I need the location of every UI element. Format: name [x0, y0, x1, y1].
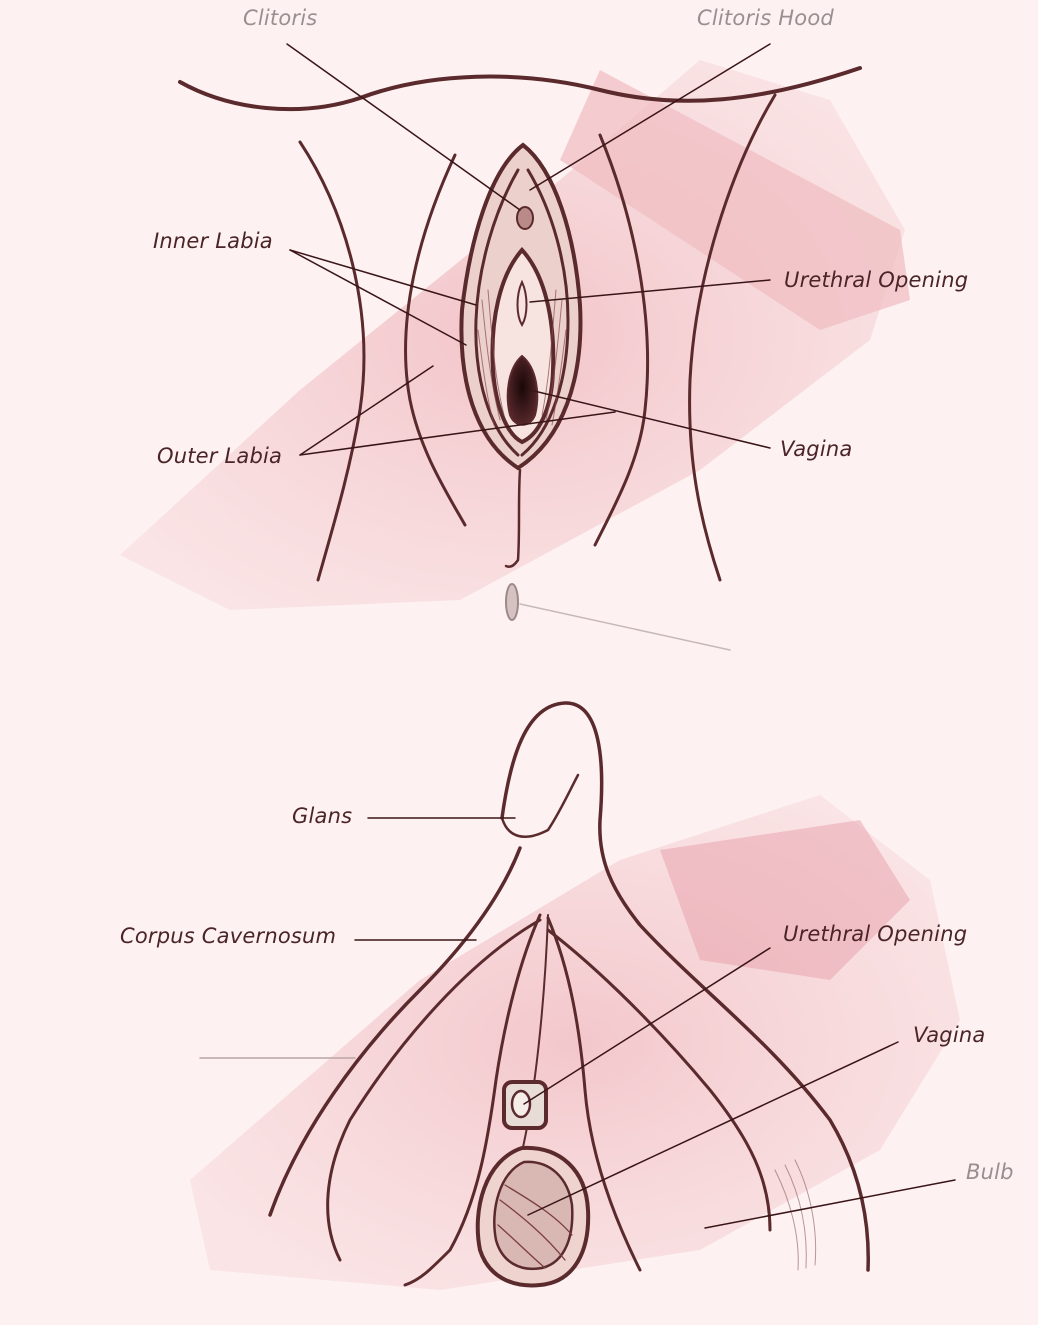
label-vagina-lower: Vagina — [913, 1023, 985, 1047]
leader-clitoris — [287, 44, 520, 210]
label-glans: Glans — [292, 804, 352, 828]
label-urethral-opening-lower: Urethral Opening — [783, 922, 967, 946]
label-bulb: Bulb — [966, 1160, 1014, 1184]
leader-faded — [520, 604, 730, 650]
urethral-hole — [512, 1091, 530, 1117]
label-urethral-opening-upper: Urethral Opening — [784, 268, 968, 292]
anus — [506, 584, 518, 620]
label-vagina-upper: Vagina — [780, 437, 852, 461]
label-corpus-cavernosum: Corpus Cavernosum — [120, 924, 336, 948]
label-inner-labia: Inner Labia — [153, 229, 273, 253]
label-clitoris-hood: Clitoris Hood — [697, 6, 834, 30]
label-clitoris: Clitoris — [243, 6, 317, 30]
label-outer-labia: Outer Labia — [157, 444, 282, 468]
vagina-canal-inner — [494, 1162, 572, 1269]
glans-tip — [502, 775, 578, 837]
